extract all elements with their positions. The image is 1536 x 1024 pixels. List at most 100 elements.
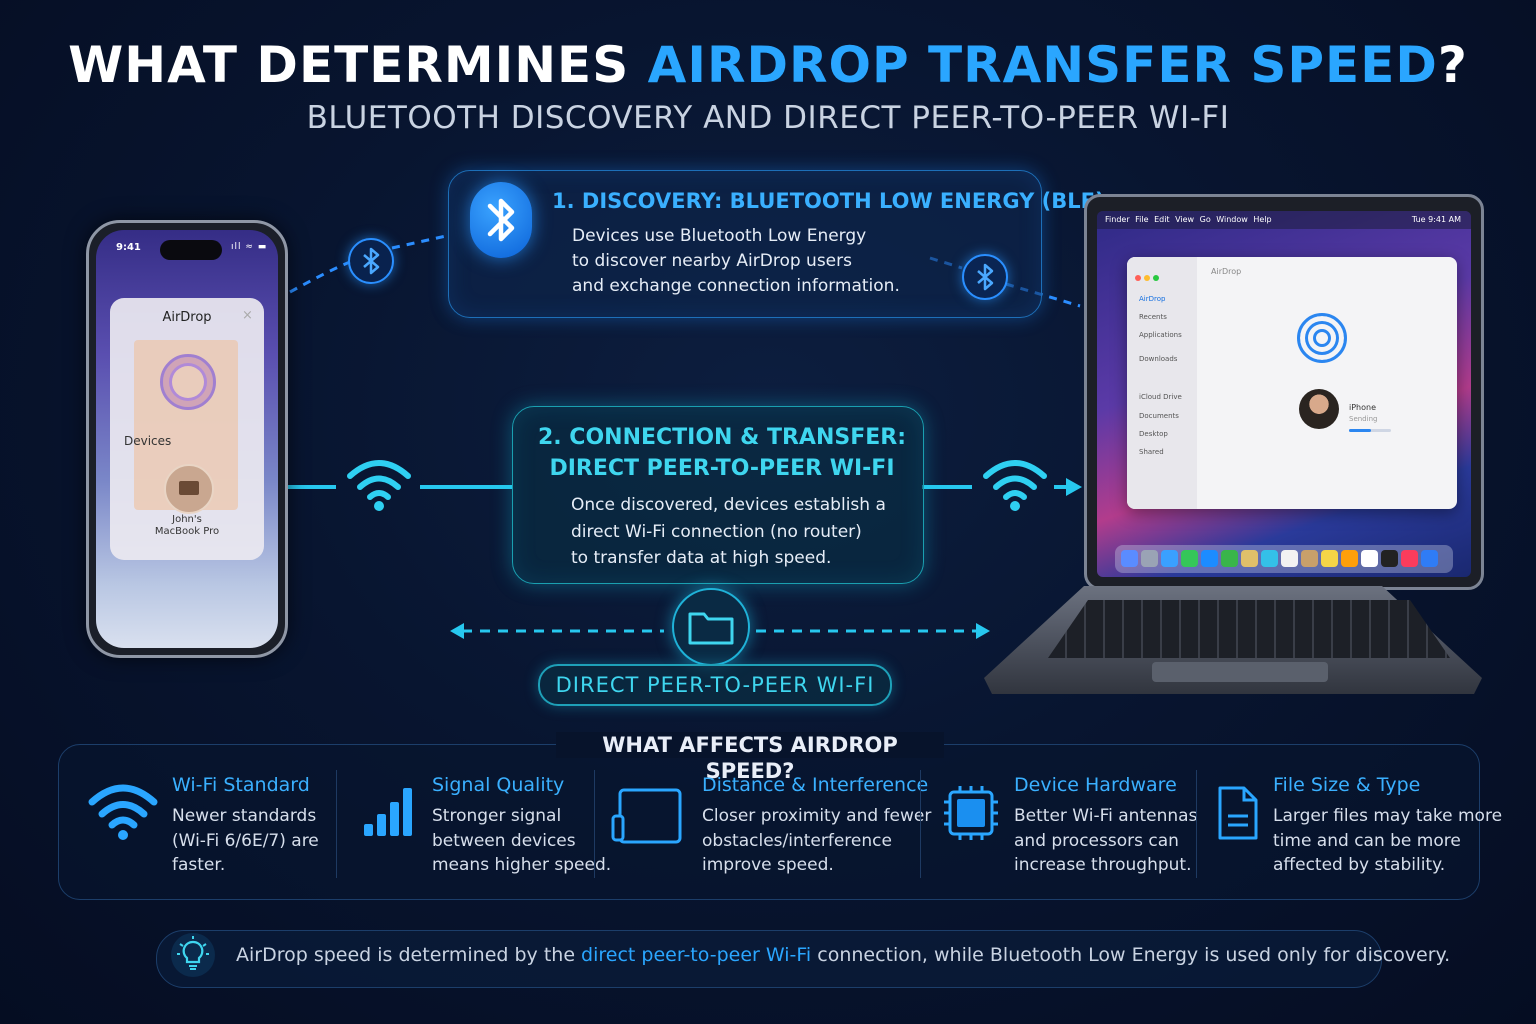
factor-line: Closer proximity and fewer bbox=[702, 806, 932, 826]
airdrop-sheet-title: AirDrop bbox=[162, 310, 212, 325]
chip-icon bbox=[944, 786, 998, 840]
peer-status: Sending bbox=[1349, 415, 1378, 423]
page-subtitle: BLUETOOTH DISCOVERY AND DIRECT PEER-TO-P… bbox=[306, 100, 1230, 136]
factor-heading: File Size & Type bbox=[1273, 774, 1421, 796]
transfer-progress-bar bbox=[1349, 429, 1391, 432]
sidebar-item-airdrop[interactable]: AirDrop bbox=[1139, 295, 1166, 303]
step2-title: 2. CONNECTION & TRANSFER: DIRECT PEER-TO… bbox=[512, 422, 932, 484]
factor-line: Newer standards bbox=[172, 806, 317, 826]
reminders-dock-icon[interactable] bbox=[1341, 550, 1358, 567]
summary-note-text: AirDrop speed is determined by the direc… bbox=[236, 944, 1450, 966]
divider bbox=[1196, 770, 1197, 878]
step1-title: 1. DISCOVERY: BLUETOOTH LOW ENERGY (BLE) bbox=[552, 189, 1105, 213]
bt-dashed-line-left-2 bbox=[391, 234, 447, 250]
note-highlight: direct peer-to-peer Wi-Fi bbox=[581, 944, 812, 966]
finder-window: AirDrop Recents Applications Downloads i… bbox=[1127, 257, 1457, 509]
factors-panel bbox=[58, 744, 1480, 900]
finder-dock-icon[interactable] bbox=[1121, 550, 1138, 567]
factor-body: Larger files may take more time and can … bbox=[1273, 804, 1502, 878]
laptop-trackpad bbox=[1152, 662, 1328, 682]
facetime-dock-icon[interactable] bbox=[1261, 550, 1278, 567]
factor-line: time and can be more bbox=[1273, 830, 1461, 851]
divider bbox=[920, 770, 921, 878]
factor-body: Stronger signal between devices means hi… bbox=[432, 804, 611, 878]
bluetooth-icon bbox=[962, 254, 1008, 300]
sidebar-item-icloud[interactable]: iCloud Drive bbox=[1139, 393, 1182, 401]
factor-line: increase throughput. bbox=[1014, 855, 1192, 875]
factor-heading: Device Hardware bbox=[1014, 774, 1177, 796]
factor-heading: Distance & Interference bbox=[702, 774, 929, 796]
factor-line: improve speed. bbox=[702, 855, 834, 875]
photos-dock-icon[interactable] bbox=[1241, 550, 1258, 567]
folder-arrow-left bbox=[450, 623, 464, 639]
menu-bar: Finder File Edit View Go Window Help Tue… bbox=[1097, 211, 1471, 229]
phone-time: 9:41 bbox=[116, 242, 141, 253]
title-accent: AIRDROP TRANSFER SPEED bbox=[647, 36, 1438, 94]
folder-icon bbox=[672, 588, 750, 666]
messages-dock-icon[interactable] bbox=[1181, 550, 1198, 567]
launchpad-dock-icon[interactable] bbox=[1141, 550, 1158, 567]
folder-arrow-right bbox=[976, 623, 990, 639]
maps-dock-icon[interactable] bbox=[1221, 550, 1238, 567]
sidebar-item-applications[interactable]: Applications bbox=[1139, 331, 1182, 339]
title-part1: WHAT DETERMINES bbox=[68, 36, 648, 94]
freeform-dock-icon[interactable] bbox=[1361, 550, 1378, 567]
menu-items[interactable]: Finder File Edit View Go Window Help bbox=[1105, 215, 1272, 224]
finder-sidebar: AirDrop Recents Applications Downloads i… bbox=[1127, 257, 1197, 509]
sidebar-item-recents[interactable]: Recents bbox=[1139, 313, 1167, 321]
wifi-icon bbox=[88, 784, 158, 840]
airdrop-icon bbox=[1297, 313, 1347, 363]
step2-body: Once discovered, devices establish a dir… bbox=[571, 492, 886, 572]
sidebar-item-documents[interactable]: Documents bbox=[1139, 412, 1179, 420]
phone-screen: 9:41 ıll ≈ ▬ AirDrop × Devices John's Ma… bbox=[96, 230, 278, 648]
title-end: ? bbox=[1437, 36, 1468, 94]
calendar-dock-icon[interactable] bbox=[1281, 550, 1298, 567]
finder-title: AirDrop bbox=[1211, 267, 1242, 276]
devices-label: Devices bbox=[124, 434, 172, 448]
iphone-device: 9:41 ıll ≈ ▬ AirDrop × Devices John's Ma… bbox=[86, 220, 288, 658]
device-name-line: John's bbox=[172, 514, 202, 525]
note-after: connection, while Bluetooth Low Energy i… bbox=[811, 944, 1451, 966]
step1-body: Devices use Bluetooth Low Energy to disc… bbox=[572, 224, 900, 299]
wifi-icon bbox=[983, 460, 1047, 511]
avatar[interactable] bbox=[1299, 389, 1339, 429]
tablet-icon bbox=[611, 788, 682, 844]
step2-line: direct Wi-Fi connection (no router) bbox=[571, 521, 862, 542]
sidebar-item-downloads[interactable]: Downloads bbox=[1139, 355, 1178, 363]
close-icon[interactable]: × bbox=[242, 308, 253, 323]
laptop-screen: Finder File Edit View Go Window Help Tue… bbox=[1097, 211, 1471, 577]
notes-dock-icon[interactable] bbox=[1321, 550, 1338, 567]
factor-line: obstacles/interference bbox=[702, 830, 892, 851]
step2-title-line: DIRECT PEER-TO-PEER WI-FI bbox=[549, 456, 895, 481]
factor-line: Stronger signal bbox=[432, 806, 562, 826]
factors-title: WHAT AFFECTS AIRDROP SPEED? bbox=[556, 732, 944, 783]
contacts-dock-icon[interactable] bbox=[1301, 550, 1318, 567]
factor-line: Larger files may take more bbox=[1273, 806, 1503, 826]
factor-line: means higher speed. bbox=[432, 855, 612, 875]
tv-dock-icon[interactable] bbox=[1381, 550, 1398, 567]
sidebar-item-desktop[interactable]: Desktop bbox=[1139, 430, 1168, 438]
sidebar-item-shared[interactable]: Shared bbox=[1139, 448, 1164, 456]
phone-status-icons: ıll ≈ ▬ bbox=[231, 242, 268, 252]
macbook-avatar[interactable] bbox=[164, 464, 214, 514]
note-before: AirDrop speed is determined by the bbox=[236, 944, 582, 966]
window-controls[interactable] bbox=[1135, 266, 1162, 285]
factor-body: Closer proximity and fewer obstacles/int… bbox=[702, 804, 931, 878]
safari-dock-icon[interactable] bbox=[1161, 550, 1178, 567]
factor-line: Better Wi-Fi antennas bbox=[1014, 806, 1198, 826]
music-dock-icon[interactable] bbox=[1401, 550, 1418, 567]
peer-name: iPhone bbox=[1349, 403, 1377, 412]
step2-line: to transfer data at high speed. bbox=[571, 548, 832, 568]
airdrop-sheet: AirDrop × Devices John's MacBook Pro bbox=[110, 298, 264, 560]
page-title: WHAT DETERMINES AIRDROP TRANSFER SPEED? bbox=[0, 36, 1536, 94]
factor-line: (Wi-Fi 6/6E/7) are bbox=[172, 830, 319, 851]
app-store-dock-icon[interactable] bbox=[1421, 550, 1438, 567]
step2-line: Once discovered, devices establish a bbox=[571, 495, 886, 515]
bluetooth-icon bbox=[470, 182, 532, 258]
bt-dashed-line-left bbox=[289, 260, 351, 294]
divider bbox=[594, 770, 595, 878]
step2-card bbox=[512, 406, 924, 584]
step1-line: to discover nearby AirDrop users bbox=[572, 251, 852, 271]
dock bbox=[1115, 545, 1453, 573]
mail-dock-icon[interactable] bbox=[1201, 550, 1218, 567]
